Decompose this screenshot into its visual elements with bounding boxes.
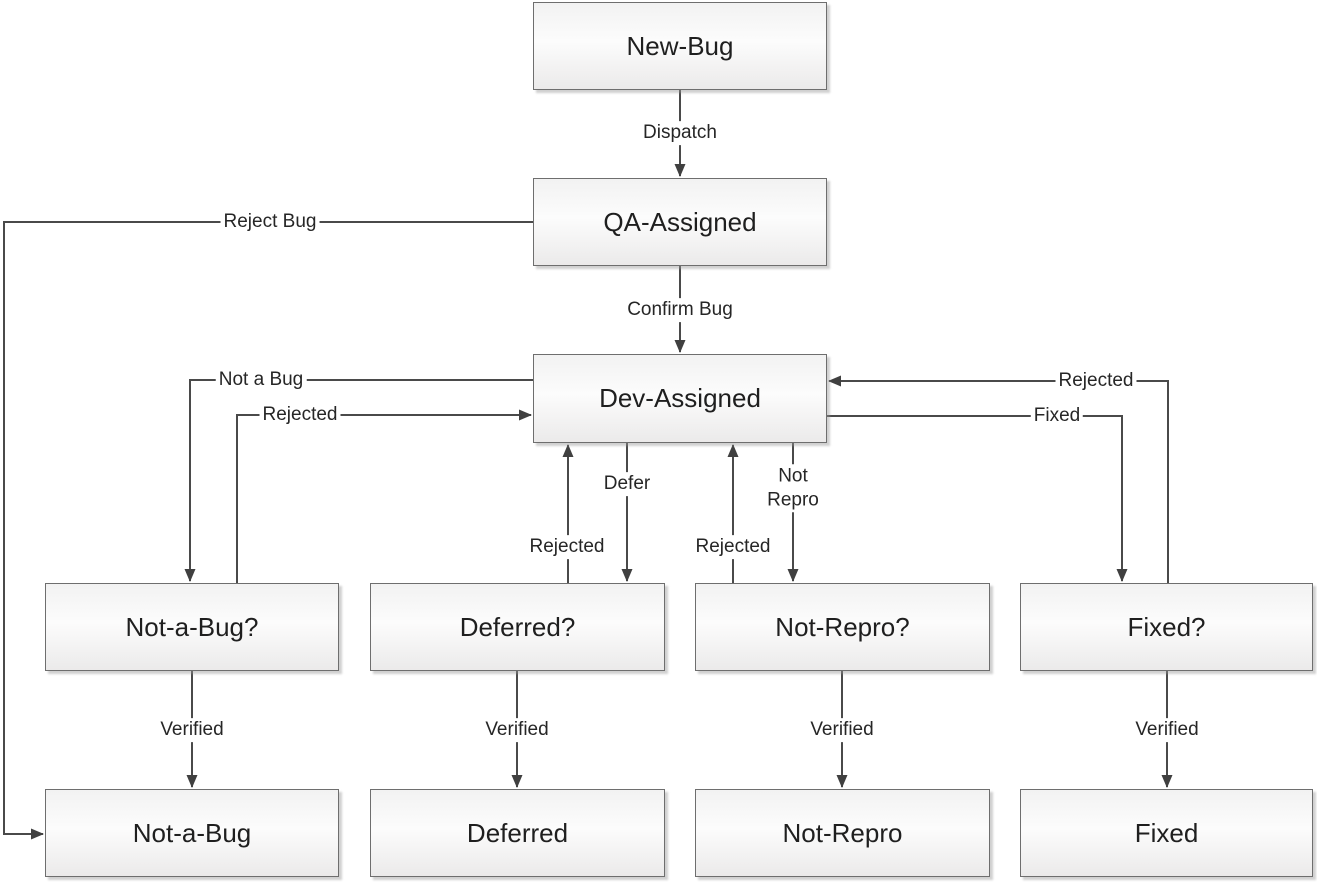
edge-label-reject-bug: Reject Bug — [220, 210, 320, 234]
node-dev-assigned: Dev-Assigned — [533, 354, 827, 443]
node-new-bug: New-Bug — [533, 2, 827, 90]
edge-label-rejected-deferred: Rejected — [526, 535, 608, 559]
edge-label-verified-deferred: Verified — [482, 718, 552, 742]
edge-rejected-fixed — [828, 375, 1169, 583]
node-fixed-q: Fixed? — [1020, 583, 1313, 671]
edge-label-verified-fixed: Verified — [1132, 718, 1202, 742]
node-label: Deferred? — [459, 611, 576, 642]
node-label: Not-a-Bug? — [125, 611, 259, 642]
edge-fixed — [827, 415, 1128, 582]
node-label: Not-Repro — [782, 817, 903, 848]
node-label: Fixed — [1134, 817, 1199, 848]
node-deferred: Deferred — [370, 789, 665, 877]
node-label: Not-a-Bug — [132, 817, 252, 848]
edge-label-rejected-fixed: Rejected — [1055, 369, 1137, 393]
node-deferred-q: Deferred? — [370, 583, 665, 671]
node-label: QA-Assigned — [603, 206, 757, 237]
node-label: Not-Repro? — [775, 611, 910, 642]
node-not-a-bug-q: Not-a-Bug? — [45, 583, 339, 671]
edge-label-not-repro-line1: Not — [778, 465, 808, 487]
node-not-repro-q: Not-Repro? — [695, 583, 990, 671]
node-label: Dev-Assigned — [599, 383, 761, 413]
node-qa-assigned: QA-Assigned — [533, 178, 827, 266]
edge-label-dispatch: Dispatch — [640, 121, 720, 145]
edge-rejected-not-a-bug — [236, 409, 532, 583]
edge-label-rejected-not-a-bug: Rejected — [259, 403, 341, 427]
edge-label-verified-not-repro: Verified — [807, 718, 877, 742]
node-not-a-bug: Not-a-Bug — [45, 789, 339, 877]
node-fixed: Fixed — [1020, 789, 1313, 877]
edge-label-fixed: Fixed — [1030, 404, 1084, 428]
node-label: New-Bug — [626, 30, 734, 61]
edge-label-not-repro-line2: Repro — [767, 489, 819, 510]
node-label: Deferred — [466, 817, 569, 848]
edge-not-a-bug — [184, 379, 533, 582]
edge-reject-bug — [3, 221, 533, 840]
edge-label-confirm-bug: Confirm Bug — [624, 298, 736, 322]
node-label: Fixed? — [1127, 611, 1206, 642]
edge-label-verified-not-a-bug: Verified — [157, 718, 227, 742]
edge-label-defer: Defer — [600, 472, 654, 496]
node-not-repro: Not-Repro — [695, 789, 990, 877]
edge-label-rejected-not-repro: Rejected — [692, 535, 774, 559]
edge-label-not-a-bug: Not a Bug — [215, 368, 307, 392]
